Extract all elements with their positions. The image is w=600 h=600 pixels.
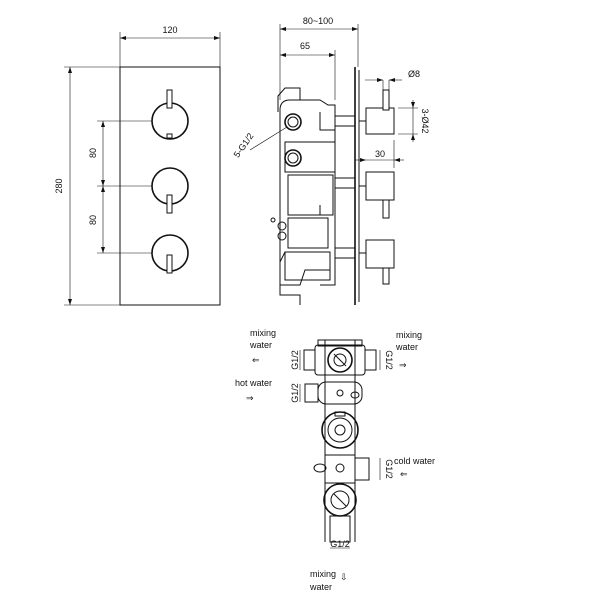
- front-view: 120 280 80 80: [54, 25, 221, 306]
- knob-middle: [151, 167, 189, 214]
- knob-bottom: [151, 234, 189, 274]
- width-dimension: 120: [162, 25, 177, 35]
- thread-label-bottom: G1/2: [330, 539, 350, 549]
- hot-water-label: hot water: [235, 378, 272, 388]
- arrow-right-hot-icon: ⇒: [246, 393, 254, 403]
- arrow-left-icon: ⇐: [252, 355, 260, 365]
- spacing-bottom-dimension: 80: [88, 215, 98, 225]
- height-dimension: 280: [54, 178, 64, 193]
- arrow-down-icon: ⇩: [340, 572, 348, 582]
- connections-label: 5-G1/2: [232, 131, 256, 159]
- depth-range-dimension: 80~100: [303, 16, 333, 26]
- stem-diameter-label: Ø8: [408, 69, 420, 79]
- cold-water-label: cold water: [394, 456, 435, 466]
- knob-top: [151, 89, 189, 140]
- side-knob-middle: [334, 171, 395, 219]
- side-view: 80~100 65 5-G1/2 Ø8 3-Ø42 30: [232, 16, 430, 305]
- side-knob-bottom: [334, 239, 395, 285]
- thread-label-cold: G1/2: [384, 459, 394, 479]
- thread-label-top-right: G1/2: [384, 350, 394, 370]
- knob-length-label: 30: [375, 149, 385, 159]
- knob-diameter-label: 3-Ø42: [420, 108, 430, 133]
- top-left-label-line2: water: [249, 340, 272, 350]
- thread-label-hot: G1/2: [290, 383, 300, 403]
- top-right-label-line1: mixing: [396, 330, 422, 340]
- depth-body-dimension: 65: [300, 41, 310, 51]
- arrow-left-cold-icon: ⇐: [400, 469, 408, 479]
- top-right-label-line2: water: [395, 342, 418, 352]
- thread-label-top-left: G1/2: [290, 350, 300, 370]
- bottom-label-line2: water: [309, 582, 332, 592]
- top-left-label-line1: mixing: [250, 328, 276, 338]
- flow-diagram: G1/2 G1/2 G1/2 G1/2 G1/2 mixing water ⇐ …: [235, 328, 435, 592]
- spacing-top-dimension: 80: [88, 148, 98, 158]
- arrow-right-icon: ⇒: [399, 360, 407, 370]
- bottom-label-line1: mixing: [310, 569, 336, 579]
- side-knob-top: [334, 89, 395, 135]
